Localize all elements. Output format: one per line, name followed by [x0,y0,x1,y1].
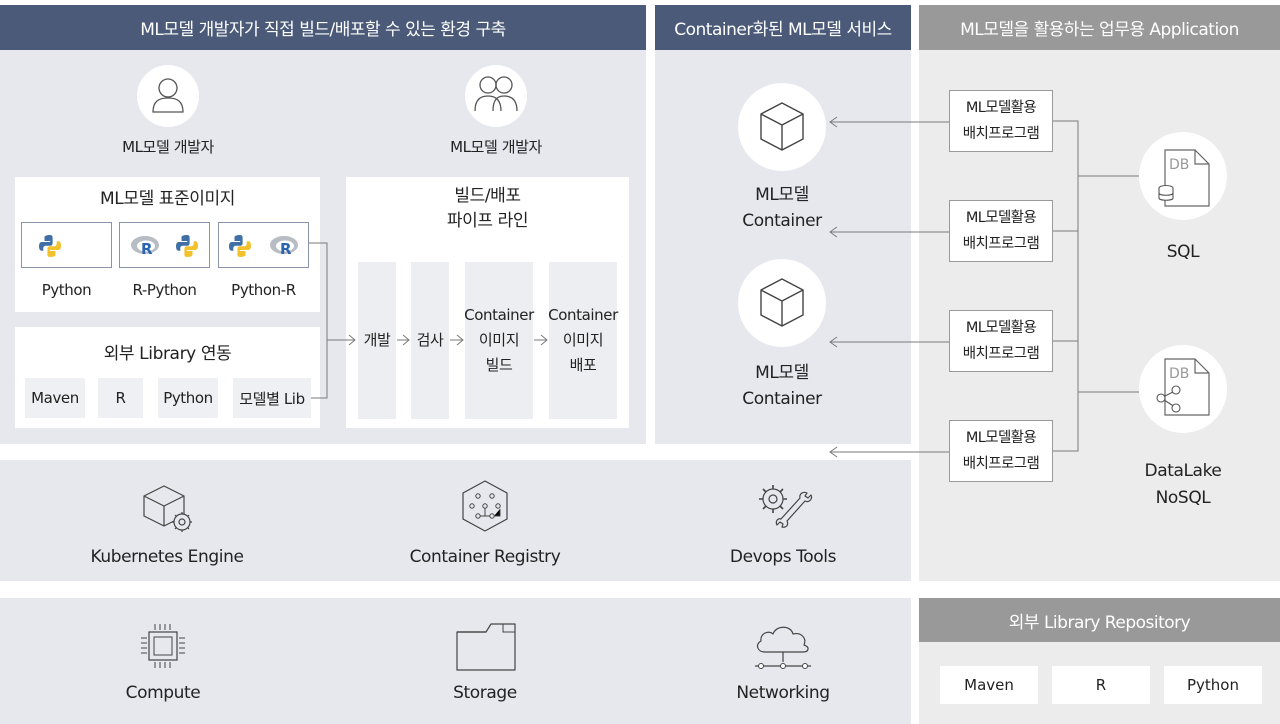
registry-label: Container Registry [409,547,561,567]
devops-label: Devops Tools [729,547,837,567]
stage-develop: 개발 [358,262,396,419]
python-logo [39,235,61,257]
batch-program-4: ML모델활용 배치프로그램 [949,420,1053,482]
svg-text:R: R [280,240,292,258]
db-icon-text: DB [1169,366,1189,382]
python-r-image-label: Python-R [231,281,296,299]
db-icon-text: DB [1169,157,1189,173]
ext-lib-r: R [98,378,143,418]
hex-network-icon [462,480,508,532]
developer-group-avatar [465,65,527,127]
batch-program-3: ML모델활용 배치프로그램 [949,310,1053,372]
stage-inspect: 검사 [411,262,449,419]
person-icon [152,78,184,113]
compute-label: Compute [125,683,201,703]
chip-icon [141,624,185,668]
batch-program-2: ML모델활용 배치프로그램 [949,200,1053,262]
developer-avatar [137,65,199,127]
python-r-image: R [218,222,309,268]
network-icon: DB [1156,358,1210,416]
repo-python: Python [1164,666,1262,704]
container-label-1: ML모델 Container [742,185,822,231]
r-logo: R [131,236,159,258]
container-circle-2 [738,259,826,347]
ext-lib-maven: Maven [25,378,85,418]
database-icon: DB [1158,149,1210,207]
container-label-2: ML모델 Container [742,363,822,409]
container-service-header: Container화된 ML모델 서비스 [655,5,911,50]
nosql-db-label: DataLake NoSQL [1144,461,1222,508]
repository-header: 외부 Library Repository [919,598,1280,642]
gear-wrench-icon [759,485,813,528]
ext-lib-model-lib: 모델별 Lib [233,378,311,418]
pipeline-title: 빌드/배포 파이프 라인 [446,186,529,231]
developer-label: ML모델 개발자 [122,138,214,156]
sql-db-label: SQL [1166,242,1200,262]
r-logo: R [270,236,298,258]
svg-text:R: R [141,240,153,258]
developer-group-label: ML모델 개발자 [450,138,542,156]
r-python-image-label: R-Python [132,281,197,299]
ext-lib-python: Python [158,378,218,418]
cube-icon [760,102,804,151]
cloud-network-icon [755,626,811,669]
build-env-header: ML모델 개발자가 직접 빌드/배포할 수 있는 환경 구축 [0,5,646,50]
std-image-title: ML모델 표준이미지 [99,189,236,209]
folder-icon [456,623,516,671]
batch-program-1: ML모델활용 배치프로그램 [949,90,1053,152]
python-image [21,222,112,268]
stage-image-build: Container 이미지 빌드 [464,262,534,419]
r-python-image: R [119,222,210,268]
repo-maven: Maven [940,666,1038,704]
stage-image-deploy: Container 이미지 배포 [548,262,618,419]
cube-icon [760,278,804,327]
ext-lib-title: 외부 Library 연동 [103,344,232,364]
nosql-db-circle: DB [1139,345,1227,433]
group-icon [474,76,518,112]
storage-label: Storage [453,683,517,703]
kubernetes-label: Kubernetes Engine [90,547,244,567]
python-logo [176,235,198,257]
business-app-header: ML모델을 활용하는 업무용 Application [919,5,1280,50]
repo-r: R [1052,666,1150,704]
container-circle-1 [738,83,826,171]
infra-panel [0,598,911,724]
sql-db-circle: DB [1139,132,1227,220]
cube-gear-icon [143,485,192,532]
networking-label: Networking [736,683,830,703]
python-logo [229,235,251,257]
python-image-label: Python [41,281,92,299]
